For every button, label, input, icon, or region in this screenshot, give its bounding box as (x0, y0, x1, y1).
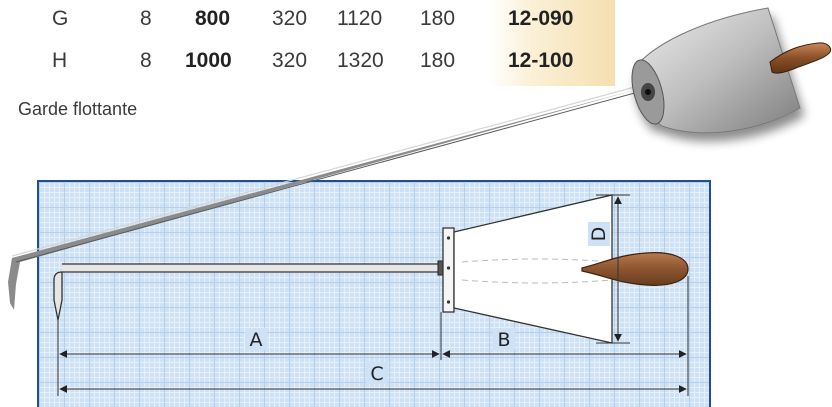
row-dim-2: 1320 (337, 49, 384, 72)
row-count: 8 (140, 49, 152, 72)
row-dim-3: 180 (420, 7, 456, 30)
dimension-lines (57, 194, 689, 396)
product-cone (631, 7, 801, 134)
row-reference: 12-100 (508, 49, 574, 72)
dimension-label-c: C (370, 363, 383, 385)
row-length: 1000 (185, 49, 232, 72)
row-length: 800 (195, 7, 231, 30)
dimension-label-a: A (250, 329, 263, 351)
row-dim-1: 320 (272, 7, 308, 30)
row-reference: 12-090 (508, 7, 574, 30)
caption-garde-flottante: Garde flottante (18, 99, 138, 119)
reference-highlight (488, 0, 615, 86)
drawing-rod (53, 260, 445, 321)
row-letter: H (52, 49, 68, 72)
dimension-label-b: B (497, 329, 510, 351)
dimension-label-d: D (588, 227, 610, 242)
row-letter: G (52, 7, 69, 30)
row-dim-1: 320 (272, 49, 308, 72)
product-handle (769, 42, 831, 74)
row-dim-3: 180 (420, 49, 456, 72)
row-count: 8 (140, 7, 152, 30)
product-rod (8, 84, 643, 310)
row-dim-2: 1120 (337, 7, 383, 30)
